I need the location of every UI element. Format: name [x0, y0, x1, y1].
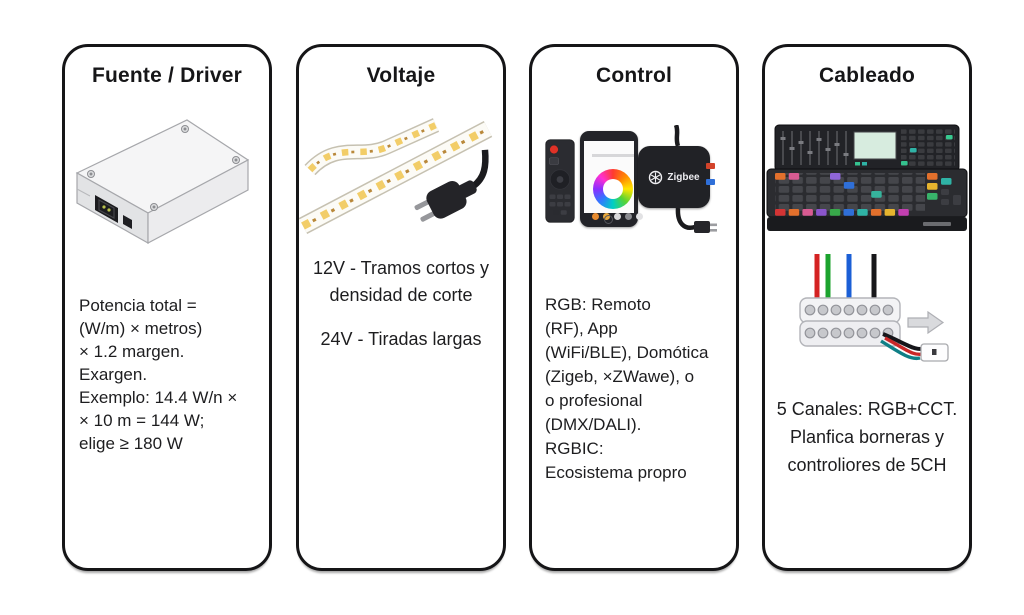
psu-screws — [87, 125, 240, 211]
control-illustration-group: Zigbee — [532, 125, 736, 255]
card-title-voltaje: Voltaje — [366, 64, 436, 87]
body-line: (DMX/DALI). — [545, 415, 642, 434]
zigbee-hub-label: Zigbee — [667, 171, 700, 183]
led-strip-icon — [298, 118, 493, 234]
body-line: (RF), App — [545, 319, 618, 338]
hub-connector-blue — [706, 179, 715, 185]
psu-ac-socket — [95, 195, 118, 223]
arrow-right-icon — [907, 310, 945, 335]
zigbee-hub-icon: Zigbee — [638, 146, 715, 208]
card-body-control: RGB: Remoto (RF), App (WiFi/BLE), Domóti… — [545, 293, 708, 485]
body-line: densidad de corte — [329, 285, 473, 305]
rf-remote-icon — [545, 139, 575, 223]
phone-app-presets — [592, 213, 643, 220]
body-line: 24V - Tiradas largas — [320, 329, 482, 349]
color-wheel-icon — [593, 169, 633, 209]
body-line: Exemplo: 14.4 W/n × — [79, 388, 238, 407]
card-voltaje: Voltaje — [296, 44, 506, 571]
straight-led-strip — [298, 121, 493, 234]
body-line: RGB: Remoto — [545, 295, 651, 314]
body-line: Ecosistema propro — [545, 463, 687, 482]
card-title-cableado: Cableado — [818, 64, 916, 87]
power-plug-icon — [414, 149, 489, 222]
body-line: RGBIC: — [545, 439, 604, 458]
body-line: Exargen. — [79, 365, 148, 384]
hub-connector-red — [706, 163, 715, 169]
zigbee-logo-icon — [649, 170, 663, 184]
card-body-voltaje: 12V - Tramos cortos y densidad de corte … — [299, 255, 503, 353]
psu-box — [75, 119, 250, 245]
color-wheel-center — [603, 179, 623, 199]
output-connector — [920, 343, 949, 362]
body-line: controliores de 5CH — [787, 455, 947, 475]
card-body-fuente-driver: Potencia total = (W/m) × metros) × 1.2 m… — [79, 294, 237, 455]
dmx-console-illustration — [765, 123, 969, 237]
body-line: elige ≥ 180 W — [79, 434, 183, 453]
card-cableado: Cableado — [762, 44, 972, 571]
body-line: Potencia total = — [79, 296, 197, 315]
console-base — [767, 217, 967, 231]
control-illustration: Zigbee — [532, 125, 736, 255]
card-body-cableado: 5 Canales: RGB+CCT. Planfica borneras y … — [765, 395, 969, 479]
curved-led-strip — [304, 118, 440, 176]
card-fuente-driver: Fuente / Driver — [62, 44, 272, 571]
body-line: × 10 m = 144 W; — [79, 411, 205, 430]
console-colored-buttons — [775, 173, 961, 216]
body-line: (WiFi/BLE), Domótica — [545, 343, 709, 362]
input-wires — [814, 254, 877, 300]
console-back-panel — [774, 124, 960, 172]
phone-app-header — [592, 154, 634, 157]
power-supply-icon — [75, 119, 250, 245]
body-line: 12V - Tramos cortos y — [312, 258, 490, 278]
body-line: o profesional — [545, 391, 643, 410]
dmx-console-icon — [766, 124, 968, 231]
body-line: (Zigeb, ×ZWawe), o — [545, 367, 695, 386]
psu-switch — [123, 215, 132, 229]
led-strips-illustration — [298, 107, 503, 249]
body-line: Planfica borneras y — [789, 427, 945, 447]
power-supply-illustration — [65, 115, 269, 255]
body-line: 5 Canales: RGB+CCT. — [776, 399, 958, 419]
output-wire-bundle — [880, 332, 928, 361]
card-title-control: Control — [595, 64, 673, 87]
terminal-block-icon — [799, 254, 949, 362]
card-title-fuente-driver: Fuente / Driver — [91, 64, 243, 87]
terminal-block-illustration — [765, 250, 969, 368]
smartphone-icon — [580, 131, 643, 227]
phone-home-button — [604, 215, 613, 224]
body-line: × 1.2 margen. — [79, 342, 185, 361]
card-control: Control — [529, 44, 739, 571]
body-line: (W/m) × metros) — [79, 319, 203, 338]
console-screen — [853, 131, 897, 160]
phone-app-screen — [584, 141, 643, 220]
console-front-panel — [766, 168, 968, 218]
